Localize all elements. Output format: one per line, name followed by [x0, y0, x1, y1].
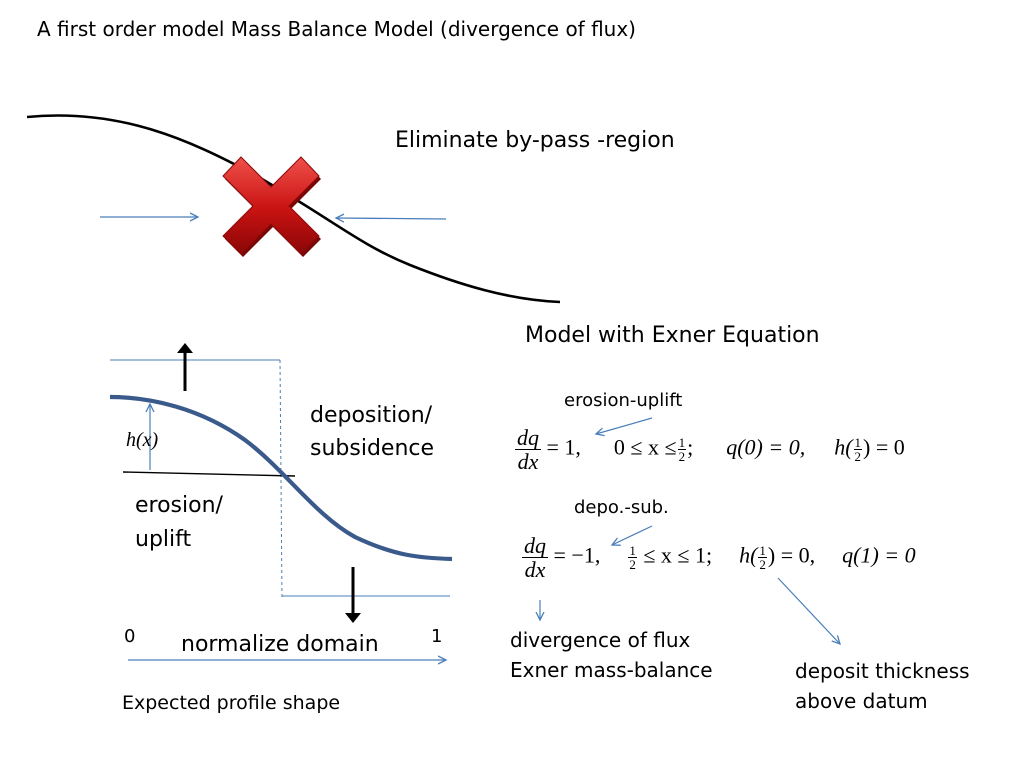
- red-cross-icon: [222, 156, 321, 257]
- eq1-derivative: dq dx: [515, 425, 541, 475]
- deposition-label: deposition/: [310, 403, 433, 428]
- deposit-note-line1: deposit thickness: [795, 659, 970, 683]
- right-converging-arrow: [336, 218, 447, 219]
- hx-label: h(x): [126, 429, 159, 451]
- midpoint-dashed-line: [279, 359, 283, 599]
- subsidence-label: subsidence: [310, 436, 435, 461]
- deposit-pointer: [777, 577, 840, 644]
- depo-sub-pointer: [612, 525, 653, 545]
- axis-end-label: 1: [431, 626, 443, 647]
- bypass-label: Eliminate by-pass -region: [395, 128, 675, 153]
- erosion-uplift-note: erosion-uplift: [564, 390, 683, 411]
- divergence-note-line2: Exner mass-balance: [510, 658, 713, 682]
- profile-caption: Expected profile shape: [122, 692, 341, 714]
- deposit-note-line2: above datum: [795, 689, 928, 713]
- profile-curve: [109, 394, 453, 562]
- erosion-label: erosion/: [135, 493, 223, 518]
- uplift-label: uplift: [135, 527, 192, 552]
- normalize-domain-label: normalize domain: [181, 632, 379, 657]
- exner-heading: Model with Exner Equation: [525, 323, 820, 348]
- axis-start-label: 0: [124, 626, 136, 647]
- divergence-note-line1: divergence of flux: [510, 628, 691, 652]
- erosion-uplift-pointer: [596, 417, 653, 434]
- eq2-derivative: dq dx: [522, 533, 548, 583]
- page-title: A first order model Mass Balance Model (…: [37, 17, 636, 41]
- datum-line: [122, 471, 296, 477]
- bypass-slope-curve: [26, 114, 561, 304]
- depo-sub-note: depo.-sub.: [574, 497, 669, 518]
